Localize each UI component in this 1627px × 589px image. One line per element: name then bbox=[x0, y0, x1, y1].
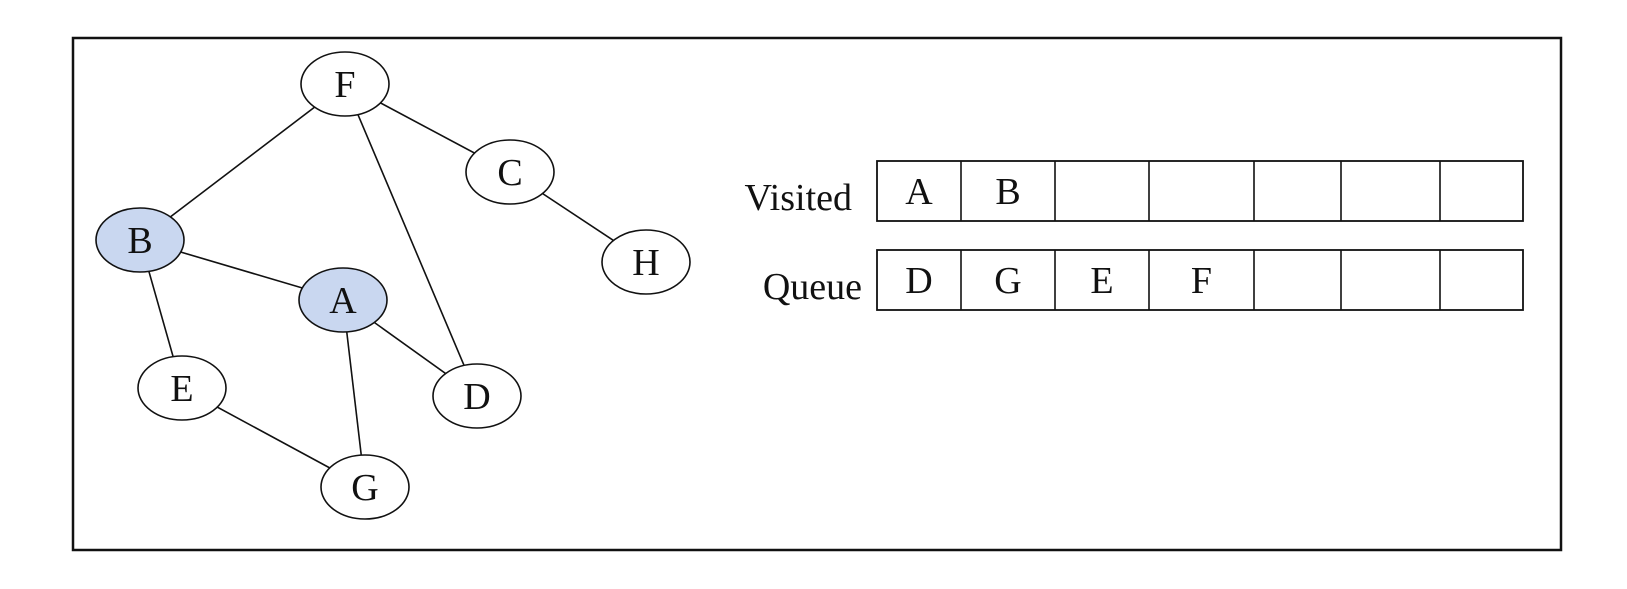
node-d: D bbox=[432, 363, 522, 429]
node-c: C bbox=[465, 139, 555, 205]
node-b: B bbox=[95, 207, 185, 273]
node-g-label: G bbox=[351, 467, 378, 509]
node-h: H bbox=[601, 229, 691, 295]
node-d-circle bbox=[432, 363, 522, 429]
node-b-label: B bbox=[127, 220, 152, 262]
visited-label: Visited bbox=[745, 177, 853, 219]
edge-f-b bbox=[139, 83, 346, 241]
node-a-label: A bbox=[329, 280, 357, 322]
queue-cell: E bbox=[1090, 260, 1113, 302]
node-g-circle bbox=[320, 454, 410, 520]
node-f-label: F bbox=[334, 64, 355, 106]
visited-cell: A bbox=[905, 171, 933, 213]
queue-cell: F bbox=[1191, 260, 1212, 302]
node-d-label: D bbox=[463, 376, 490, 418]
node-f: F bbox=[300, 51, 390, 117]
node-a: A bbox=[298, 267, 388, 333]
node-g: G bbox=[320, 454, 410, 520]
edge-f-d bbox=[344, 83, 478, 397]
node-e: E bbox=[137, 355, 227, 421]
node-e-circle bbox=[137, 355, 227, 421]
queue-array-border bbox=[876, 249, 1524, 311]
node-a-circle bbox=[298, 267, 388, 333]
node-b-circle bbox=[95, 207, 185, 273]
queue-row: Queue D G E F bbox=[763, 249, 1524, 311]
queue-cell: D bbox=[905, 260, 932, 302]
node-h-label: H bbox=[632, 242, 659, 284]
node-c-label: C bbox=[497, 152, 522, 194]
node-h-circle bbox=[601, 229, 691, 295]
graph: F C B H A E D G bbox=[95, 51, 691, 520]
node-e-label: E bbox=[170, 368, 193, 410]
graph-nodes: F C B H A E D G bbox=[95, 51, 691, 520]
visited-cell: B bbox=[995, 171, 1020, 213]
node-c-circle bbox=[465, 139, 555, 205]
visited-array-border bbox=[876, 160, 1524, 222]
queue-label: Queue bbox=[763, 266, 862, 308]
node-f-circle bbox=[300, 51, 390, 117]
queue-cell: G bbox=[994, 260, 1021, 302]
